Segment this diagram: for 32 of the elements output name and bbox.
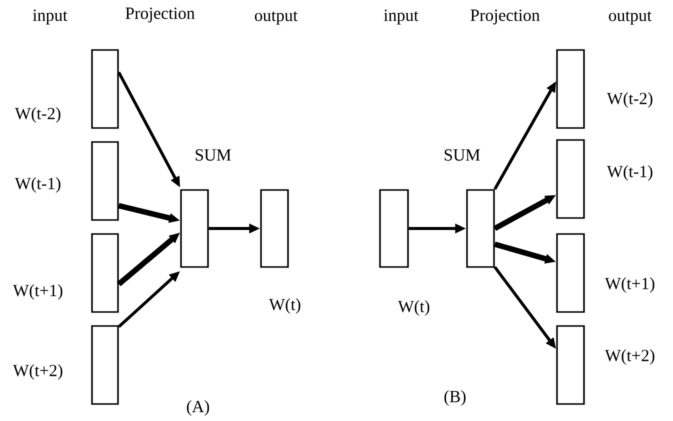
heading-label: (B) xyxy=(444,390,466,406)
layer-box xyxy=(180,189,209,268)
heading-label: output xyxy=(254,11,298,25)
layer-box xyxy=(556,139,585,219)
layer-box xyxy=(379,189,409,268)
word-label: W(t-1) xyxy=(14,177,60,193)
word-label: W(t+2) xyxy=(12,364,62,380)
word-label: W(t) xyxy=(268,298,300,314)
heading-label: input xyxy=(384,10,418,24)
layer-box xyxy=(91,233,119,313)
heading-label: output xyxy=(608,11,652,25)
layer-box xyxy=(556,233,585,313)
word-label: W(t-1) xyxy=(606,165,652,181)
word-label: W(t+2) xyxy=(604,349,654,365)
layer-box xyxy=(91,325,119,405)
heading-label: input xyxy=(32,10,68,24)
word-label: W(t-2) xyxy=(14,107,60,123)
layer-box xyxy=(556,49,585,129)
layer-box xyxy=(91,141,119,221)
heading-label: Projection xyxy=(126,8,195,22)
word-label: W(t) xyxy=(398,300,430,316)
word-label: SUM xyxy=(196,149,231,161)
word-label: SUM xyxy=(444,149,480,161)
layer-box xyxy=(466,189,495,268)
layer-box xyxy=(556,325,585,405)
layer-box xyxy=(91,49,119,129)
word-label: W(t-2) xyxy=(606,92,652,108)
heading-label: Projection xyxy=(470,10,540,24)
layer-box xyxy=(260,189,289,268)
heading-label: (A) xyxy=(186,400,210,416)
word-label: W(t+1) xyxy=(12,284,62,300)
word-label: W(t+1) xyxy=(604,277,654,293)
